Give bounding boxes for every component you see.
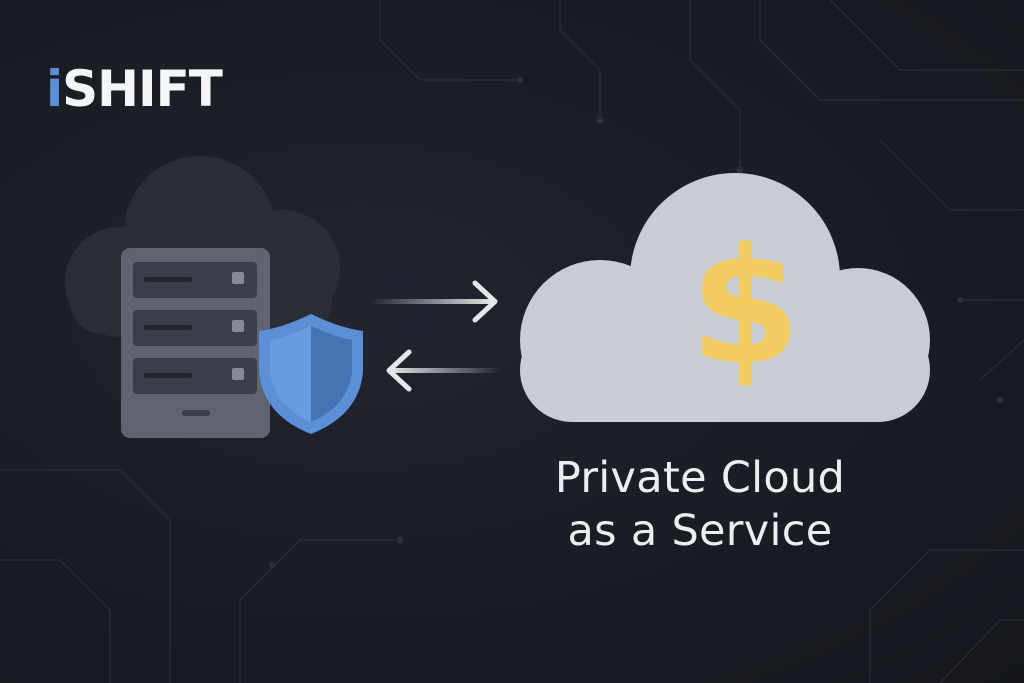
dollar-sign-icon: $ bbox=[689, 213, 800, 400]
service-title-line-1: Private Cloud bbox=[554, 453, 846, 503]
arrow-right-icon bbox=[370, 280, 498, 323]
logo-mark: i bbox=[46, 60, 63, 118]
ishift-logo: iSHIFT bbox=[46, 64, 223, 114]
arrow-left-icon bbox=[386, 349, 501, 392]
shield-icon bbox=[259, 314, 363, 434]
service-title: Private Cloud as a Service bbox=[500, 452, 900, 558]
cloud-icon bbox=[520, 173, 930, 422]
svg-text:$: $ bbox=[689, 213, 800, 400]
logo-wordmark: SHIFT bbox=[62, 60, 223, 118]
server-rack-icon bbox=[121, 248, 270, 438]
service-title-line-2: as a Service bbox=[567, 506, 833, 556]
